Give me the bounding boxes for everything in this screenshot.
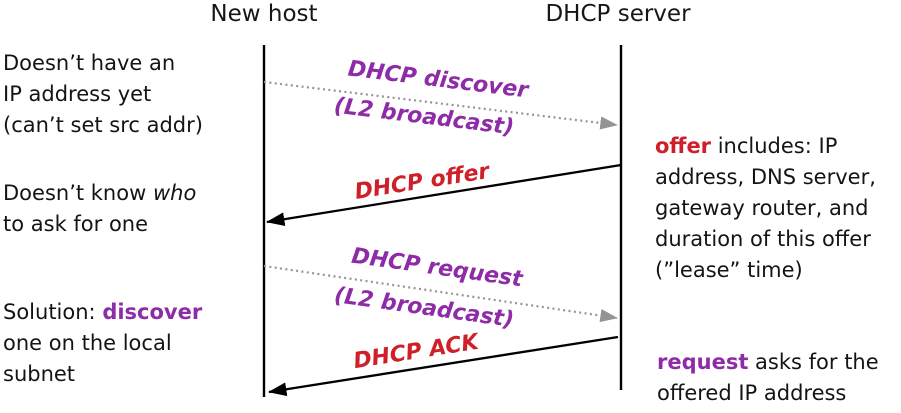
actor-dhcp-server: DHCP server bbox=[545, 1, 691, 27]
note-line: address, DNS server, bbox=[655, 165, 876, 189]
note-line: Doesn’t know who bbox=[3, 178, 196, 209]
note-highlight-discover: discover bbox=[102, 300, 203, 324]
note-highlight-request: request bbox=[657, 350, 749, 374]
arrow-dhcp-ack bbox=[268, 335, 619, 397]
arrow-dhcp-offer bbox=[266, 163, 622, 227]
note-text: Solution: bbox=[3, 300, 103, 324]
note-line: (”lease” time) bbox=[655, 258, 803, 282]
note-offer-includes: offer includes: IP address, DNS server, … bbox=[655, 131, 876, 286]
note-line: gateway router, and bbox=[655, 196, 869, 220]
note-doesnt-know-who: Doesn’t know who to ask for one bbox=[3, 178, 196, 240]
note-line: (can’t set src addr) bbox=[3, 113, 203, 137]
note-text: includes: IP bbox=[711, 134, 838, 158]
note-line: to ask for one bbox=[3, 212, 149, 236]
actor-new-host: New host bbox=[210, 1, 318, 27]
note-italic-who: who bbox=[152, 181, 197, 205]
note-line: IP address yet bbox=[3, 82, 152, 106]
note-line: offered IP address bbox=[657, 381, 847, 405]
note-line: request asks for the bbox=[657, 347, 879, 378]
note-text: asks for the bbox=[748, 350, 879, 374]
note-highlight-offer: offer bbox=[655, 134, 712, 158]
note-line: duration of this offer bbox=[655, 227, 871, 251]
arrow-dhcp-request bbox=[263, 264, 618, 323]
note-line: offer includes: IP bbox=[655, 131, 876, 162]
note-solution-discover: Solution: discover one on the local subn… bbox=[3, 297, 202, 390]
note-line: Doesn’t have an bbox=[3, 51, 176, 75]
note-text: Doesn’t know bbox=[3, 181, 153, 205]
note-line: one on the local bbox=[3, 331, 172, 355]
note-line: subnet bbox=[3, 362, 76, 386]
note-request-asks: request asks for the offered IP address bbox=[657, 347, 879, 409]
note-no-ip-address: Doesn’t have an IP address yet (can’t se… bbox=[3, 48, 203, 141]
note-line: Solution: discover bbox=[3, 297, 202, 328]
